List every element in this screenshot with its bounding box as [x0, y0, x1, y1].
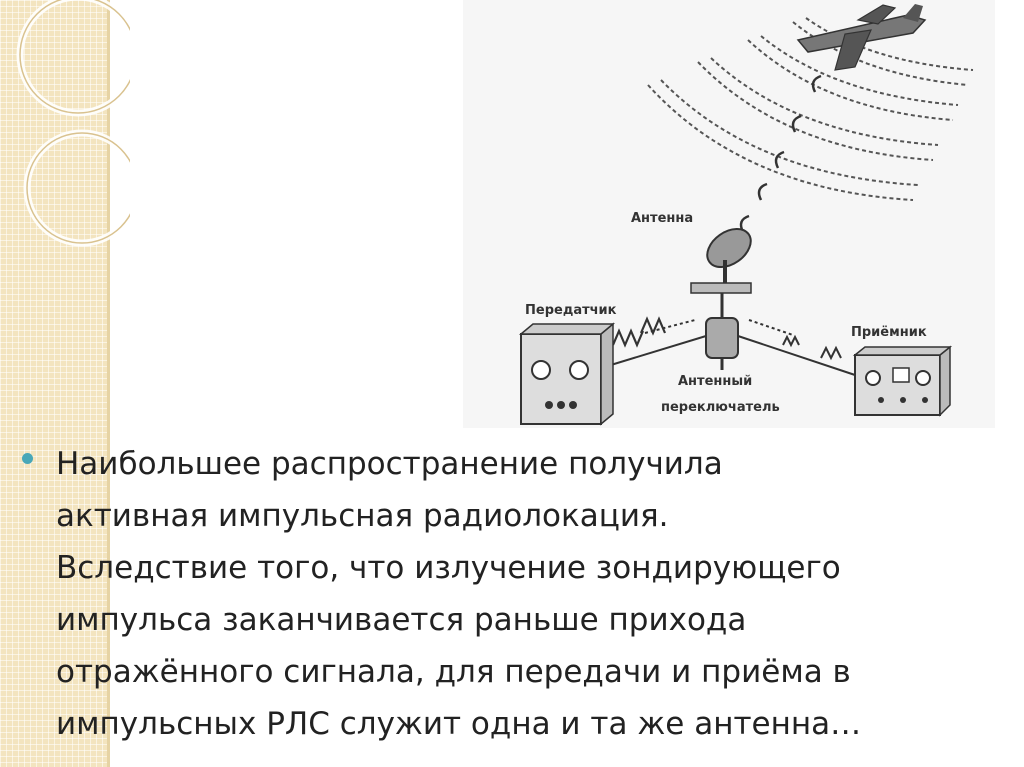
- text-line-3: Вследствие того, что излучение зондирующ…: [56, 550, 841, 586]
- antenna-label: Антенна: [631, 211, 693, 226]
- text-line-1: Наибольшее распространение получила: [56, 446, 723, 482]
- text-line-5: отражённого сигнала, для передачи и приё…: [56, 654, 851, 690]
- radar-wave-fronts: [647, 17, 974, 201]
- receiver-icon: [852, 345, 953, 417]
- text-line-4: импульса заканчивается раньше прихода: [56, 602, 747, 638]
- decorative-rings: [16, 0, 130, 247]
- bullet-paragraph: Наибольшее распространение получила акти…: [22, 438, 1012, 750]
- receiver-label: Приёмник: [851, 325, 927, 340]
- switch-label-line1: Антенный: [678, 374, 752, 389]
- antenna-switch-icon: [705, 293, 739, 370]
- switch-label-line2: переключатель: [661, 400, 780, 415]
- transmitter-icon: [518, 322, 616, 426]
- text-line-2: активная импульсная радиолокация.: [56, 498, 669, 534]
- radar-diagram: Антенна Передатчик Приёмник: [463, 0, 995, 428]
- bullet-text: Наибольшее распространение получила акти…: [56, 438, 1012, 750]
- transmitter-label: Передатчик: [525, 303, 617, 318]
- text-line-6: импульсных РЛС служит одна и та же антен…: [56, 706, 862, 742]
- bullet-dot-icon: [22, 453, 33, 464]
- airplane-icon: [796, 4, 927, 71]
- decorative-side-band: [0, 0, 110, 767]
- transmit-pulse-icon: [611, 316, 667, 348]
- receive-pulse-icon: [782, 334, 842, 361]
- antenna-dish-icon: [690, 227, 752, 294]
